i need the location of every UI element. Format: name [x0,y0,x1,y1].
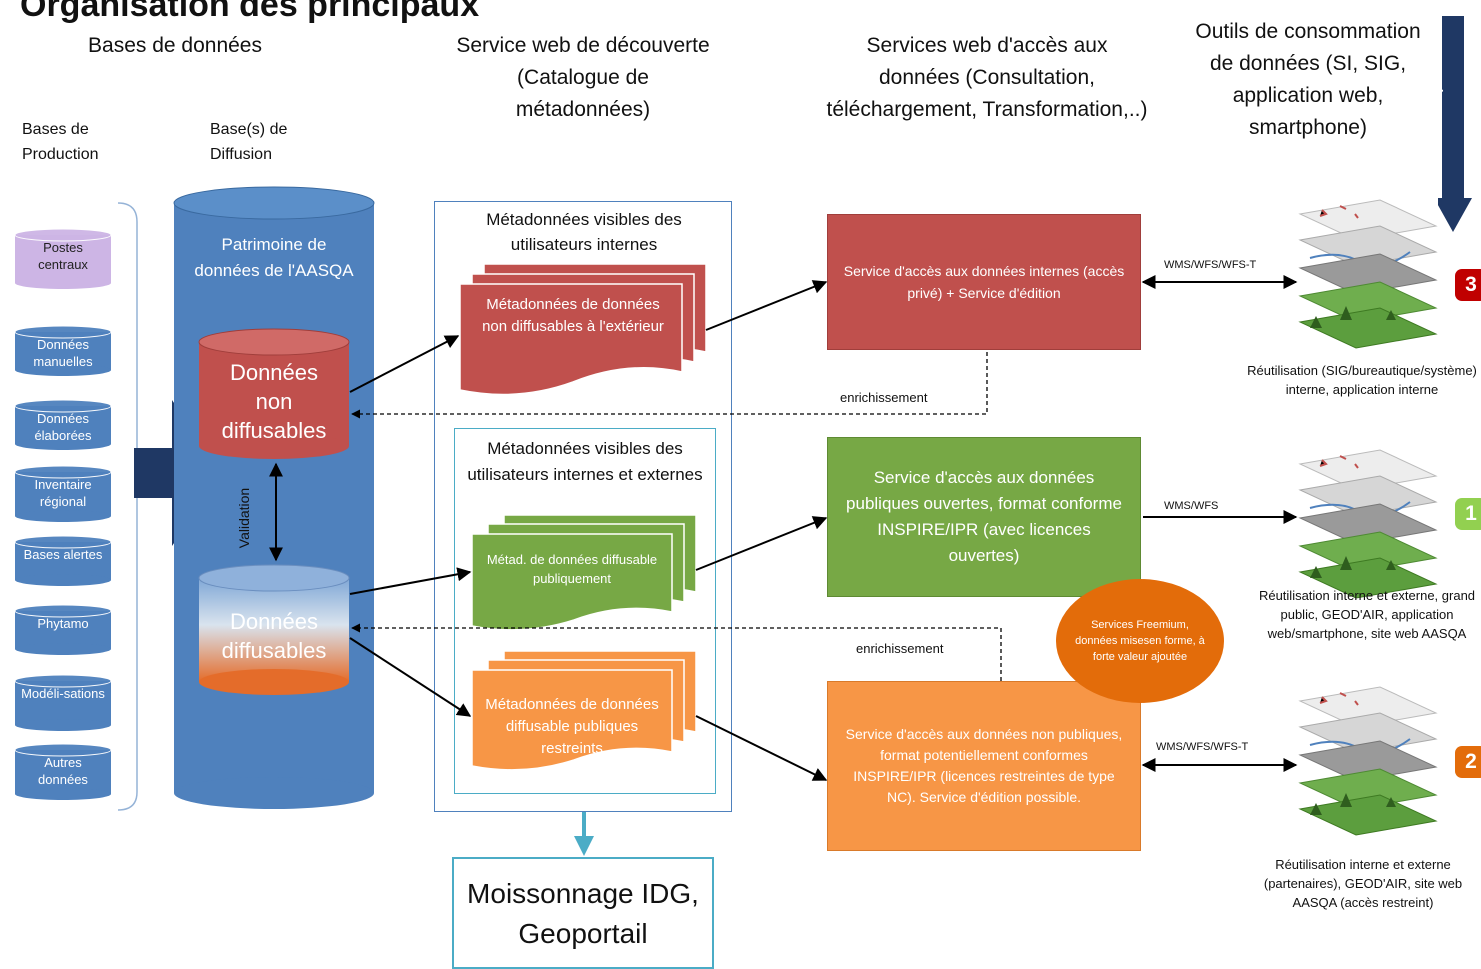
exposure-level-bar: Niveau d'exposition [1427,12,1481,238]
production-db-label: Phytamo [37,616,89,631]
external-metadata-title: Métadonnées visibles des utilisateurs in… [467,439,703,484]
map-stack-icon [1298,199,1438,349]
reuse-public: Réutilisation interne et externe, grand … [1258,588,1476,641]
harvest-label: Moissonnage IDG, Geoportail [467,878,699,949]
private-service-label: Service d'accès aux données internes (ac… [843,263,1125,301]
exposure-badge-1: 1 [1455,498,1481,530]
header-catalogue: Service web de découverte (Catalogue de … [456,34,710,121]
header-consumption-tools: Outils de consommation de données (SI, S… [1195,20,1421,139]
subheader-production: Bases de Production [22,121,99,163]
subheader-diffusion: Base(s) de Diffusion [210,121,288,163]
protocol-restricted: WMS/WFS/WFS-T [1156,741,1249,753]
private-service-box: Service d'accès aux données internes (ac… [827,214,1141,350]
restricted-docs-stack [471,650,697,771]
protocol-private: WMS/WFS/WFS-T [1164,259,1257,271]
production-db-cylinder: Inventaire régional [14,466,112,522]
freemium-label: Services Freemium, données misesen forme… [1075,619,1205,663]
public-docs-label: Métad. de données diffusable publiquemen… [486,552,658,586]
non-diffusables-label: Données non diffusables [221,360,327,443]
internal-metadata-title: Métadonnées visibles des utilisateurs in… [486,210,682,254]
restricted-service-label: Service d'accès aux données non publique… [845,726,1123,805]
exposure-badge-2: 2 [1455,746,1481,778]
production-db-cylinder: Modéli-sations [14,675,112,731]
freemium-badge: Services Freemium, données misesen forme… [1056,579,1224,703]
enrichment-label-1: enrichissement [840,390,928,405]
production-db-cylinder: Données manuelles [14,326,112,376]
enrichment-label-2: enrichissement [856,641,944,656]
restricted-docs-label: Métadonnées de données diffusable publiq… [485,696,659,757]
restricted-service-box: Service d'accès aux données non publique… [827,681,1141,851]
production-db-label: Autres données [38,755,88,787]
public-service-box: Service d'accès aux données publiques ou… [827,437,1141,597]
page-title: Organisation des principaux [20,0,480,24]
header-access-services: Services web d'accès aux données (Consul… [826,34,1148,121]
catalogue-inner-frame [454,428,716,794]
exposure-badge-3: 3 [1455,269,1481,301]
reuse-internal: Réutilisation (SIG/bureautique/système) … [1247,363,1477,397]
patrimoine-label: Patrimoine de données de l'AASQA [194,235,354,280]
public-docs-stack [471,514,697,631]
production-db-label: Modéli-sations [21,686,105,701]
production-db-cylinder: Phytamo [14,605,112,655]
internal-docs-label: Métadonnées de données non diffusables à… [482,296,664,335]
protocol-public: WMS/WFS [1164,500,1219,512]
reuse-restricted: Réutilisation interne et externe (parten… [1263,857,1463,910]
internal-docs-stack [459,263,707,396]
production-db-label: Inventaire régional [34,477,92,509]
production-db-cylinder: Bases alertes [14,536,112,586]
production-db-label: Postes centraux [38,240,88,272]
production-db-label: Données élaborées [34,411,92,443]
header-databases: Bases de données [88,34,262,57]
catalogue-frame [434,201,732,812]
diffusables-label: Données diffusables [221,609,327,663]
production-db-cylinder: Autres données [14,744,112,800]
production-db-label: Données manuelles [33,337,93,369]
production-db-cylinder: Postes centraux [14,229,112,289]
public-service-label: Service d'accès aux données publiques ou… [846,468,1122,565]
production-db-label: Bases alertes [23,547,103,562]
production-db-cylinder: Données élaborées [14,400,112,450]
